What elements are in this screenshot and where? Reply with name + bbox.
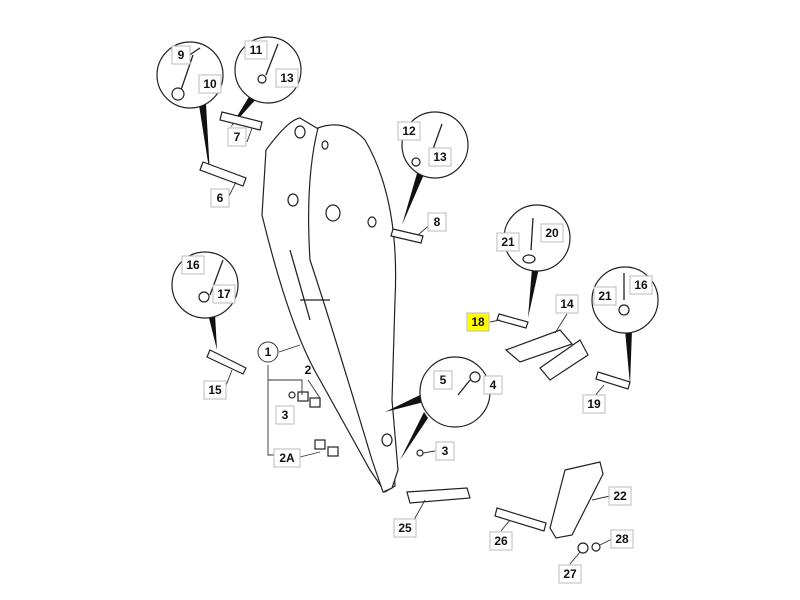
callout-10[interactable]: 10 <box>198 74 222 94</box>
svg-text:16: 16 <box>634 278 648 292</box>
callout-9[interactable]: 9 <box>171 45 191 65</box>
svg-text:13: 13 <box>433 150 447 164</box>
detail-bubble-20-21 <box>503 204 571 318</box>
callout-7[interactable]: 7 <box>227 127 247 147</box>
svg-text:3: 3 <box>442 444 449 458</box>
svg-text:12: 12 <box>402 124 416 138</box>
svg-text:19: 19 <box>587 397 601 411</box>
svg-text:21: 21 <box>501 235 515 249</box>
svg-text:15: 15 <box>208 383 222 397</box>
svg-text:26: 26 <box>494 534 508 548</box>
callout-20[interactable]: 20 <box>540 223 564 243</box>
callout-27[interactable]: 27 <box>558 564 582 584</box>
svg-text:17: 17 <box>217 287 231 301</box>
callout-13[interactable]: 13 <box>275 68 299 88</box>
callout-1[interactable]: 1 <box>257 341 279 363</box>
callout-28[interactable]: 28 <box>610 529 634 549</box>
callout-21[interactable]: 21 <box>496 232 520 252</box>
callout-16[interactable]: 16 <box>181 255 205 275</box>
callout-8[interactable]: 8 <box>427 212 447 232</box>
svg-text:28: 28 <box>615 532 629 546</box>
callout-17[interactable]: 17 <box>212 284 236 304</box>
callout-13[interactable]: 13 <box>428 147 452 167</box>
callout-4[interactable]: 4 <box>483 375 503 395</box>
svg-text:2: 2 <box>305 363 312 377</box>
svg-text:5: 5 <box>440 373 447 387</box>
svg-text:7: 7 <box>234 130 241 144</box>
callout-2A[interactable]: 2A <box>273 448 301 468</box>
svg-text:22: 22 <box>613 489 627 503</box>
svg-text:3: 3 <box>282 408 289 422</box>
callout-6[interactable]: 6 <box>210 188 230 208</box>
callout-18-highlighted[interactable]: 18 <box>466 312 490 332</box>
callout-15[interactable]: 15 <box>203 380 227 400</box>
callout-25[interactable]: 25 <box>393 518 417 538</box>
callout-19[interactable]: 19 <box>582 394 606 414</box>
svg-text:6: 6 <box>217 191 224 205</box>
svg-text:11: 11 <box>250 43 263 57</box>
callout-3[interactable]: 3 <box>275 405 295 425</box>
svg-text:25: 25 <box>398 521 412 535</box>
svg-text:4: 4 <box>490 378 497 392</box>
callout-3[interactable]: 3 <box>435 441 455 461</box>
callout-21[interactable]: 21 <box>593 286 617 306</box>
callout-14[interactable]: 14 <box>555 294 579 314</box>
pins <box>199 111 631 554</box>
leader-lines <box>224 127 613 565</box>
callout-11[interactable]: 11 <box>244 40 268 60</box>
callouts: 9 10 11 13 7 6 12 13 8 16 17 15 1 2 3 2A… <box>171 40 653 584</box>
svg-text:13: 13 <box>280 71 294 85</box>
callout-2[interactable]: 2 <box>305 363 312 377</box>
callout-22[interactable]: 22 <box>608 486 632 506</box>
boom-arm[interactable] <box>261 117 399 493</box>
svg-text:9: 9 <box>178 48 185 62</box>
callout-12[interactable]: 12 <box>397 121 421 141</box>
svg-text:1: 1 <box>265 345 272 359</box>
callout-5[interactable]: 5 <box>433 370 453 390</box>
svg-text:21: 21 <box>598 289 612 303</box>
svg-text:10: 10 <box>203 77 217 91</box>
svg-text:8: 8 <box>434 215 441 229</box>
svg-text:20: 20 <box>545 226 559 240</box>
callout-16[interactable]: 16 <box>629 275 653 295</box>
svg-text:18: 18 <box>471 315 485 329</box>
callout-26[interactable]: 26 <box>489 531 513 551</box>
svg-text:14: 14 <box>560 297 574 311</box>
svg-text:16: 16 <box>186 258 200 272</box>
svg-text:27: 27 <box>563 567 577 581</box>
svg-text:2A: 2A <box>279 451 295 465</box>
